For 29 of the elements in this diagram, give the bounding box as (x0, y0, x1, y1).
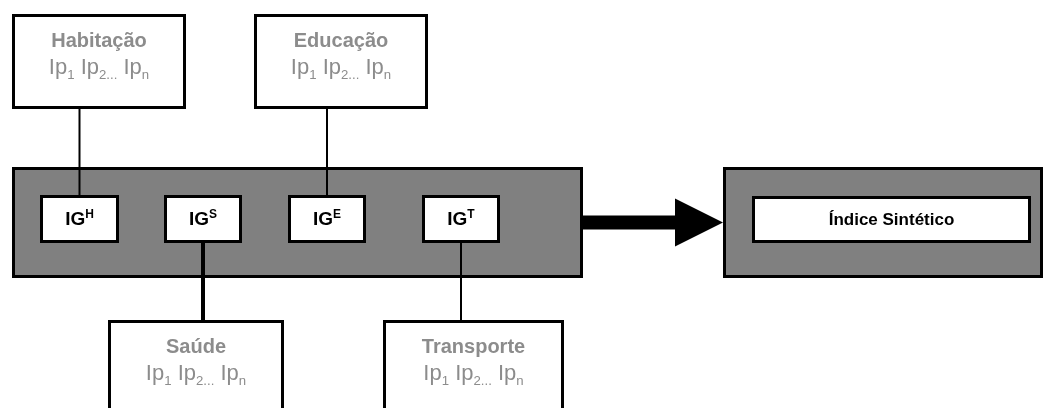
index-label: IG$^{H}$ (65, 207, 94, 231)
indicator-list: Ip$_{1}$ Ip$_{2...}$ Ip$_{n}$ (423, 359, 524, 396)
connector-line (460, 242, 462, 321)
panel-box (12, 167, 583, 278)
category-title: Habitação (51, 28, 147, 53)
panel-box (723, 167, 1043, 278)
category-box (108, 320, 284, 408)
category-box (383, 320, 564, 408)
index-label: IG$^{T}$ (447, 207, 475, 231)
index-box (752, 196, 1031, 243)
category-box (254, 14, 428, 109)
connector-line (326, 108, 328, 196)
indicator-list: Ip$_{1}$ Ip$_{2...}$ Ip$_{n}$ (48, 53, 150, 90)
category-title: Educação (293, 28, 389, 53)
indicator-list: Ip$_{1}$ Ip$_{2...}$ Ip$_{n}$ (290, 53, 392, 90)
index-box (422, 195, 500, 243)
index-box (288, 195, 366, 243)
category-title: Transporte (421, 334, 526, 359)
index-label: IG$^{S}$ (188, 207, 218, 231)
index-box (40, 195, 119, 243)
category-title: Saúde (166, 334, 226, 359)
index-label: IG$^{E}$ (312, 207, 342, 231)
indicator-list: Ip$_{1}$ Ip$_{2...}$ Ip$_{n}$ (145, 359, 247, 396)
connector-line (201, 243, 205, 320)
index-box (164, 195, 242, 243)
connector-line (78, 108, 81, 196)
arrow (583, 198, 723, 247)
index-label: Índice Sintético (828, 209, 955, 230)
category-box (12, 14, 186, 109)
